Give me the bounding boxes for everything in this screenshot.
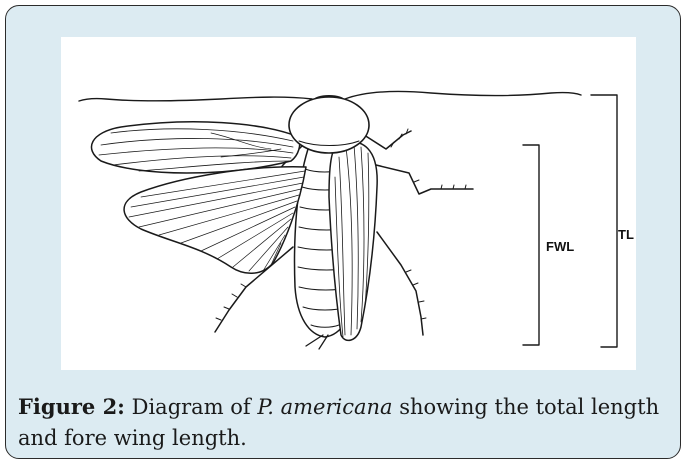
left-antenna (79, 97, 312, 101)
figure-caption: Figure 2: Diagram of P. americana showin… (18, 391, 678, 454)
caption-species-name: P. americana (257, 395, 392, 419)
caption-text-before: Diagram of (125, 395, 257, 419)
fwl-bracket (523, 145, 539, 345)
diagram-panel: FWL TL (61, 37, 636, 370)
cockroach-diagram: FWL TL (61, 37, 636, 370)
fwl-label: FWL (546, 239, 574, 254)
caption-label: Figure 2: (18, 394, 125, 419)
pronotum (289, 97, 369, 153)
right-antenna (345, 91, 581, 99)
figure-container: FWL TL Figure 2: Diagram of P. americana… (5, 5, 681, 459)
right-front-leg (361, 131, 411, 149)
tl-bracket (591, 95, 617, 347)
left-hind-wing (124, 167, 306, 273)
tl-label: TL (618, 227, 634, 242)
right-middle-leg (376, 165, 473, 194)
